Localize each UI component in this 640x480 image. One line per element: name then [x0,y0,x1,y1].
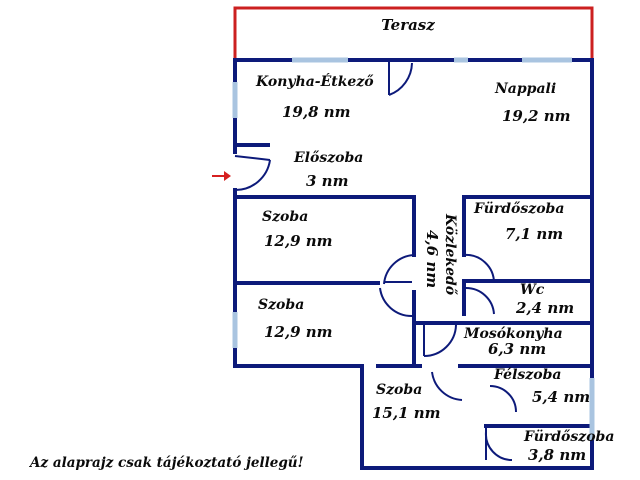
room-name-furdo-2: Fürdőszoba [523,429,614,445]
room-area-eloszoba: 3 nm [306,172,348,190]
room-name-szoba-2: Szoba [258,297,304,313]
room-name-wc: Wc [520,282,545,298]
room-area-szoba-1: 12,9 nm [264,232,333,250]
room-area-kozlekedo: 4,6 nm [423,230,441,288]
room-area-mosokonyha: 6,3 nm [488,340,546,358]
windows [232,57,595,440]
terrace-outline [233,6,594,60]
room-area-wc: 2,4 nm [515,299,574,317]
room-area-konyha: 19,8 nm [282,103,351,121]
room-name-eloszoba: Előszoba [293,150,363,166]
room-name-mosokonyha: Mosókonyha [463,326,563,342]
room-name-szoba-3: Szoba [376,382,422,398]
room-area-nappali: 19,2 nm [502,107,571,125]
room-name-nappali: Nappali [494,81,556,97]
disclaimer-note: Az alaprajz csak tájékoztató jellegű! [28,455,304,471]
room-name-felszoba: Félszoba [493,367,561,383]
room-name-kozlekedo: Közlekedő [442,213,458,296]
terrace-label: Terasz [381,16,435,34]
room-area-furdo-2: 3,8 nm [528,446,586,464]
room-area-furdo-1: 7,1 nm [505,225,563,243]
room-name-furdo-1: Fürdőszoba [473,201,564,217]
entry-arrow [212,171,231,181]
room-name-szoba-1: Szoba [262,209,308,225]
room-name-konyha: Konyha-Étkező [255,72,374,90]
door-swings [234,60,517,462]
room-area-szoba-2: 12,9 nm [264,323,333,341]
room-area-felszoba: 5,4 nm [532,388,590,406]
room-area-szoba-3: 15,1 nm [372,404,441,422]
